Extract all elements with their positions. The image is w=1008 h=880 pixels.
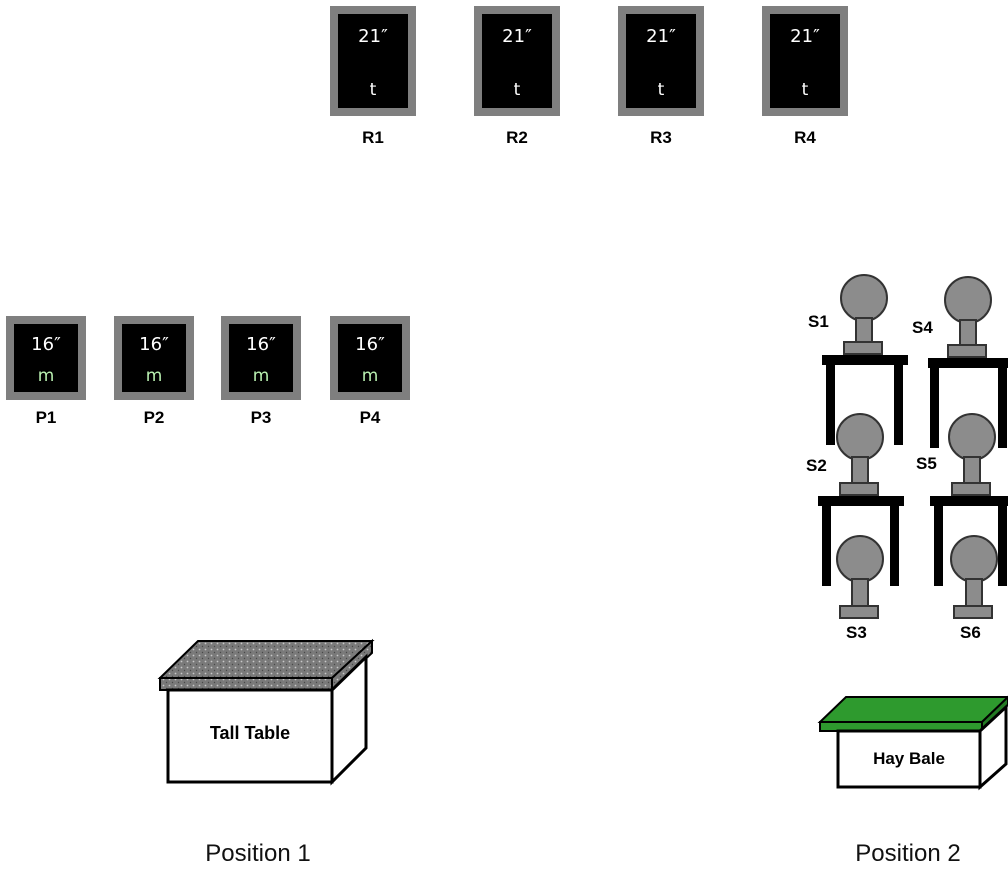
steel-table-top-left [822, 355, 908, 445]
target-letter: m [37, 366, 55, 386]
position-2-label: Position 2 [855, 840, 961, 867]
steel-label-s3: S3 [846, 623, 867, 642]
tall-table-label: Tall Table [209, 723, 291, 743]
steel-label-s4: S4 [912, 318, 933, 337]
target-p3: 16″ m [221, 316, 301, 400]
target-size: 16″ [139, 334, 169, 355]
target-size: 21″ [358, 26, 388, 47]
target-r2: 21″ t [474, 6, 560, 116]
hay-bale-label: Hay Bale [873, 749, 945, 768]
target-r1: 21″ t [330, 6, 416, 116]
steel-target-s5 [948, 413, 996, 496]
steel-target-s2 [836, 413, 884, 496]
target-label-r1: R1 [362, 128, 384, 147]
target-label-r4: R4 [794, 128, 816, 147]
target-r3: 21″ t [618, 6, 704, 116]
target-p2: 16″ m [114, 316, 194, 400]
steel-table-bottom-right [930, 496, 1008, 586]
tall-table-prop [157, 638, 375, 786]
target-letter: t [801, 80, 809, 100]
target-letter: m [252, 366, 270, 386]
target-r4: 21″ t [762, 6, 848, 116]
target-size: 16″ [355, 334, 385, 355]
steel-table-top-right [928, 358, 1008, 448]
target-letter: m [361, 366, 379, 386]
steel-target-s4 [944, 276, 992, 358]
target-letter: t [513, 80, 521, 100]
steel-target-s3 [836, 535, 884, 619]
target-p1: 16″ m [6, 316, 86, 400]
steel-target-s1 [840, 274, 888, 355]
target-label-p2: P2 [143, 408, 165, 427]
steel-target-s6 [950, 535, 998, 619]
target-label-p4: P4 [359, 408, 381, 427]
target-p4: 16″ m [330, 316, 410, 400]
target-letter: t [657, 80, 665, 100]
steel-label-s2: S2 [806, 456, 827, 475]
target-size: 21″ [790, 26, 820, 47]
target-label-r3: R3 [650, 128, 672, 147]
steel-label-s6: S6 [960, 623, 981, 642]
target-size: 21″ [502, 26, 532, 47]
target-label-p1: P1 [35, 408, 57, 427]
target-size: 16″ [246, 334, 276, 355]
target-label-p3: P3 [250, 408, 272, 427]
hay-bale-prop [817, 695, 1008, 791]
target-label-r2: R2 [506, 128, 528, 147]
steel-table-bottom-left [818, 496, 904, 586]
target-letter: m [145, 366, 163, 386]
position-1-label: Position 1 [205, 840, 311, 867]
steel-label-s1: S1 [808, 312, 829, 331]
steel-label-s5: S5 [916, 454, 937, 473]
target-size: 21″ [646, 26, 676, 47]
target-letter: t [369, 80, 377, 100]
target-size: 16″ [31, 334, 61, 355]
